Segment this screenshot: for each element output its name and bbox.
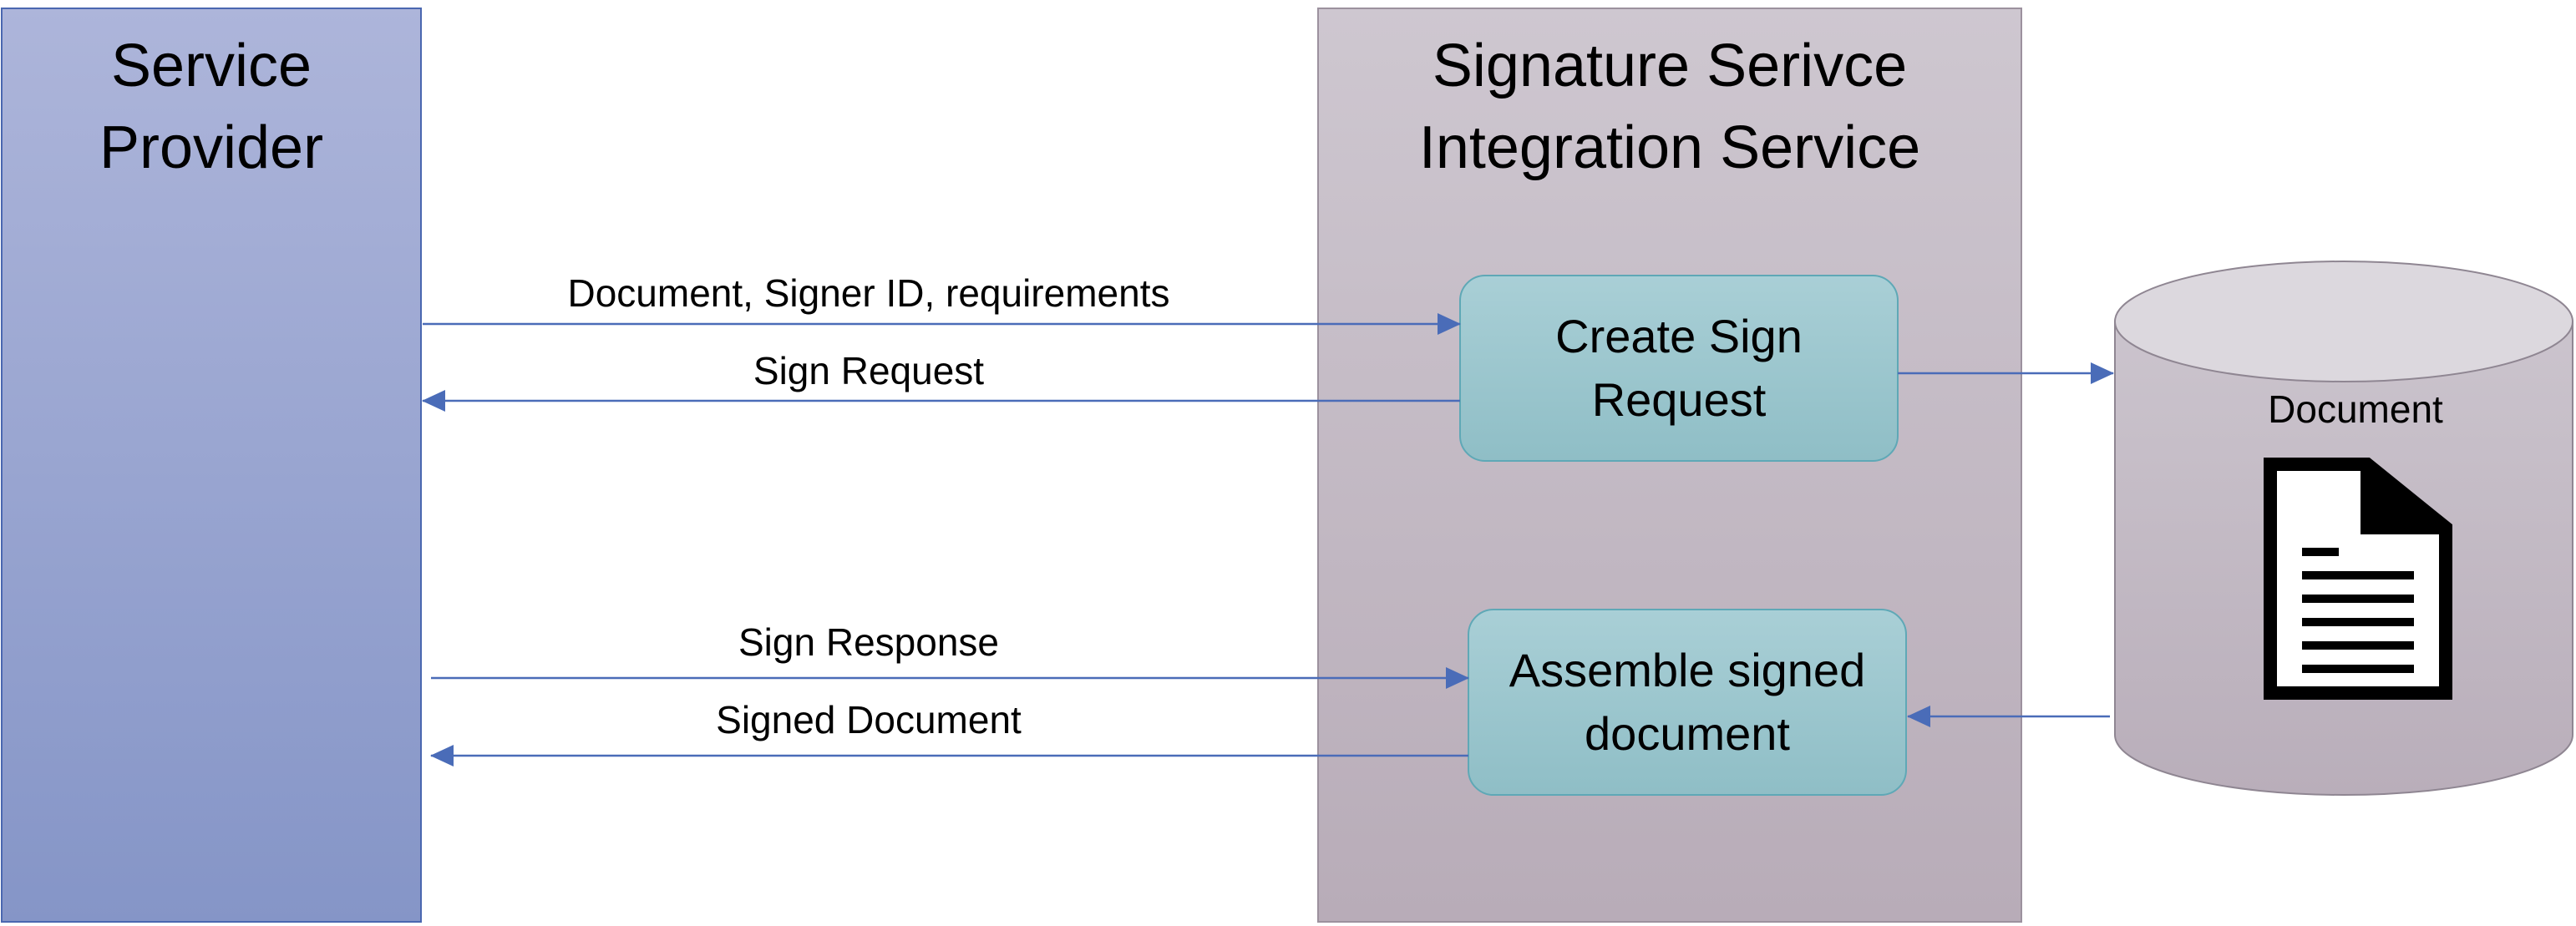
assemble-signed-document-label: Assemble signed document — [1468, 639, 1906, 766]
flow-label-signed-document: Signed Document — [716, 698, 1022, 741]
create-sign-request-line1: Create Sign — [1555, 310, 1803, 362]
create-sign-request-box — [1459, 275, 1899, 462]
document-icon — [2264, 458, 2452, 700]
integration-service-title: Signature Serivce Integration Service — [1318, 25, 2021, 189]
create-sign-request-line2: Request — [1591, 373, 1767, 426]
integration-service-title-line2: Integration Service — [1418, 114, 1921, 181]
service-provider-title: Service Provider — [2, 25, 421, 189]
flow-label-sign-response: Sign Response — [738, 620, 999, 664]
service-provider-title-line1: Service — [110, 33, 312, 99]
flow-label-sign-request: Sign Request — [753, 349, 985, 392]
document-store-label: Document — [2268, 387, 2443, 431]
service-provider-lane — [1, 8, 422, 923]
assemble-signed-document-box — [1468, 609, 1907, 796]
integration-service-title-line1: Signature Serivce — [1432, 33, 1908, 99]
create-sign-request-label: Create Sign Request — [1460, 305, 1898, 432]
service-provider-title-line2: Provider — [99, 114, 324, 181]
assemble-signed-document-line2: document — [1585, 707, 1790, 760]
assemble-signed-document-line1: Assemble signed — [1509, 644, 1866, 696]
flow-label-document-signer-requirements: Document, Signer ID, requirements — [567, 271, 1170, 315]
